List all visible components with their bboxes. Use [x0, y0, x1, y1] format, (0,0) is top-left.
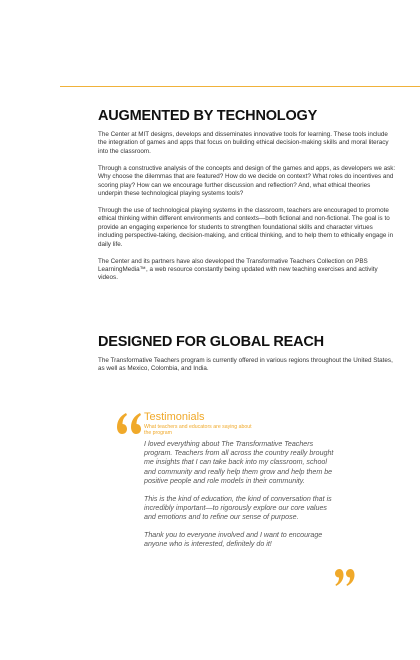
- testimonials-subtitle: What teachers and educators are saying a…: [144, 424, 252, 437]
- testimonials-title: Testimonials: [144, 411, 205, 423]
- paragraph: Through the use of technological playing…: [98, 207, 394, 248]
- paragraph: The Center at MIT designs, develops and …: [98, 131, 389, 155]
- section-heading: AUGMENTED BY TECHNOLOGY: [98, 108, 318, 124]
- testimonials-block: Testimonials What teachers and educators…: [116, 410, 361, 590]
- paragraph: Through a constructive analysis of the c…: [98, 164, 396, 198]
- top-divider: [60, 86, 420, 87]
- testimonials-quotes: I loved everything about The Transformat…: [144, 440, 334, 558]
- section-designed-for-global-reach: DESIGNED FOR GLOBAL REACH The Transforma…: [98, 334, 396, 374]
- paragraph: The Center and its partners have also de…: [98, 257, 378, 282]
- section-heading: DESIGNED FOR GLOBAL REACH: [98, 334, 324, 350]
- open-quote-icon: [117, 413, 141, 434]
- section-augmented-by-technology: AUGMENTED BY TECHNOLOGY The Center at MI…: [98, 108, 396, 291]
- testimonial-quote: This is the kind of education, the kind …: [144, 494, 332, 522]
- testimonial-quote: Thank you to everyone involved and I wan…: [144, 531, 323, 549]
- testimonial-quote: I loved everything about The Transformat…: [144, 440, 334, 485]
- paragraph: The Transformative Teachers program is c…: [98, 357, 393, 373]
- close-quote-icon: [335, 569, 355, 586]
